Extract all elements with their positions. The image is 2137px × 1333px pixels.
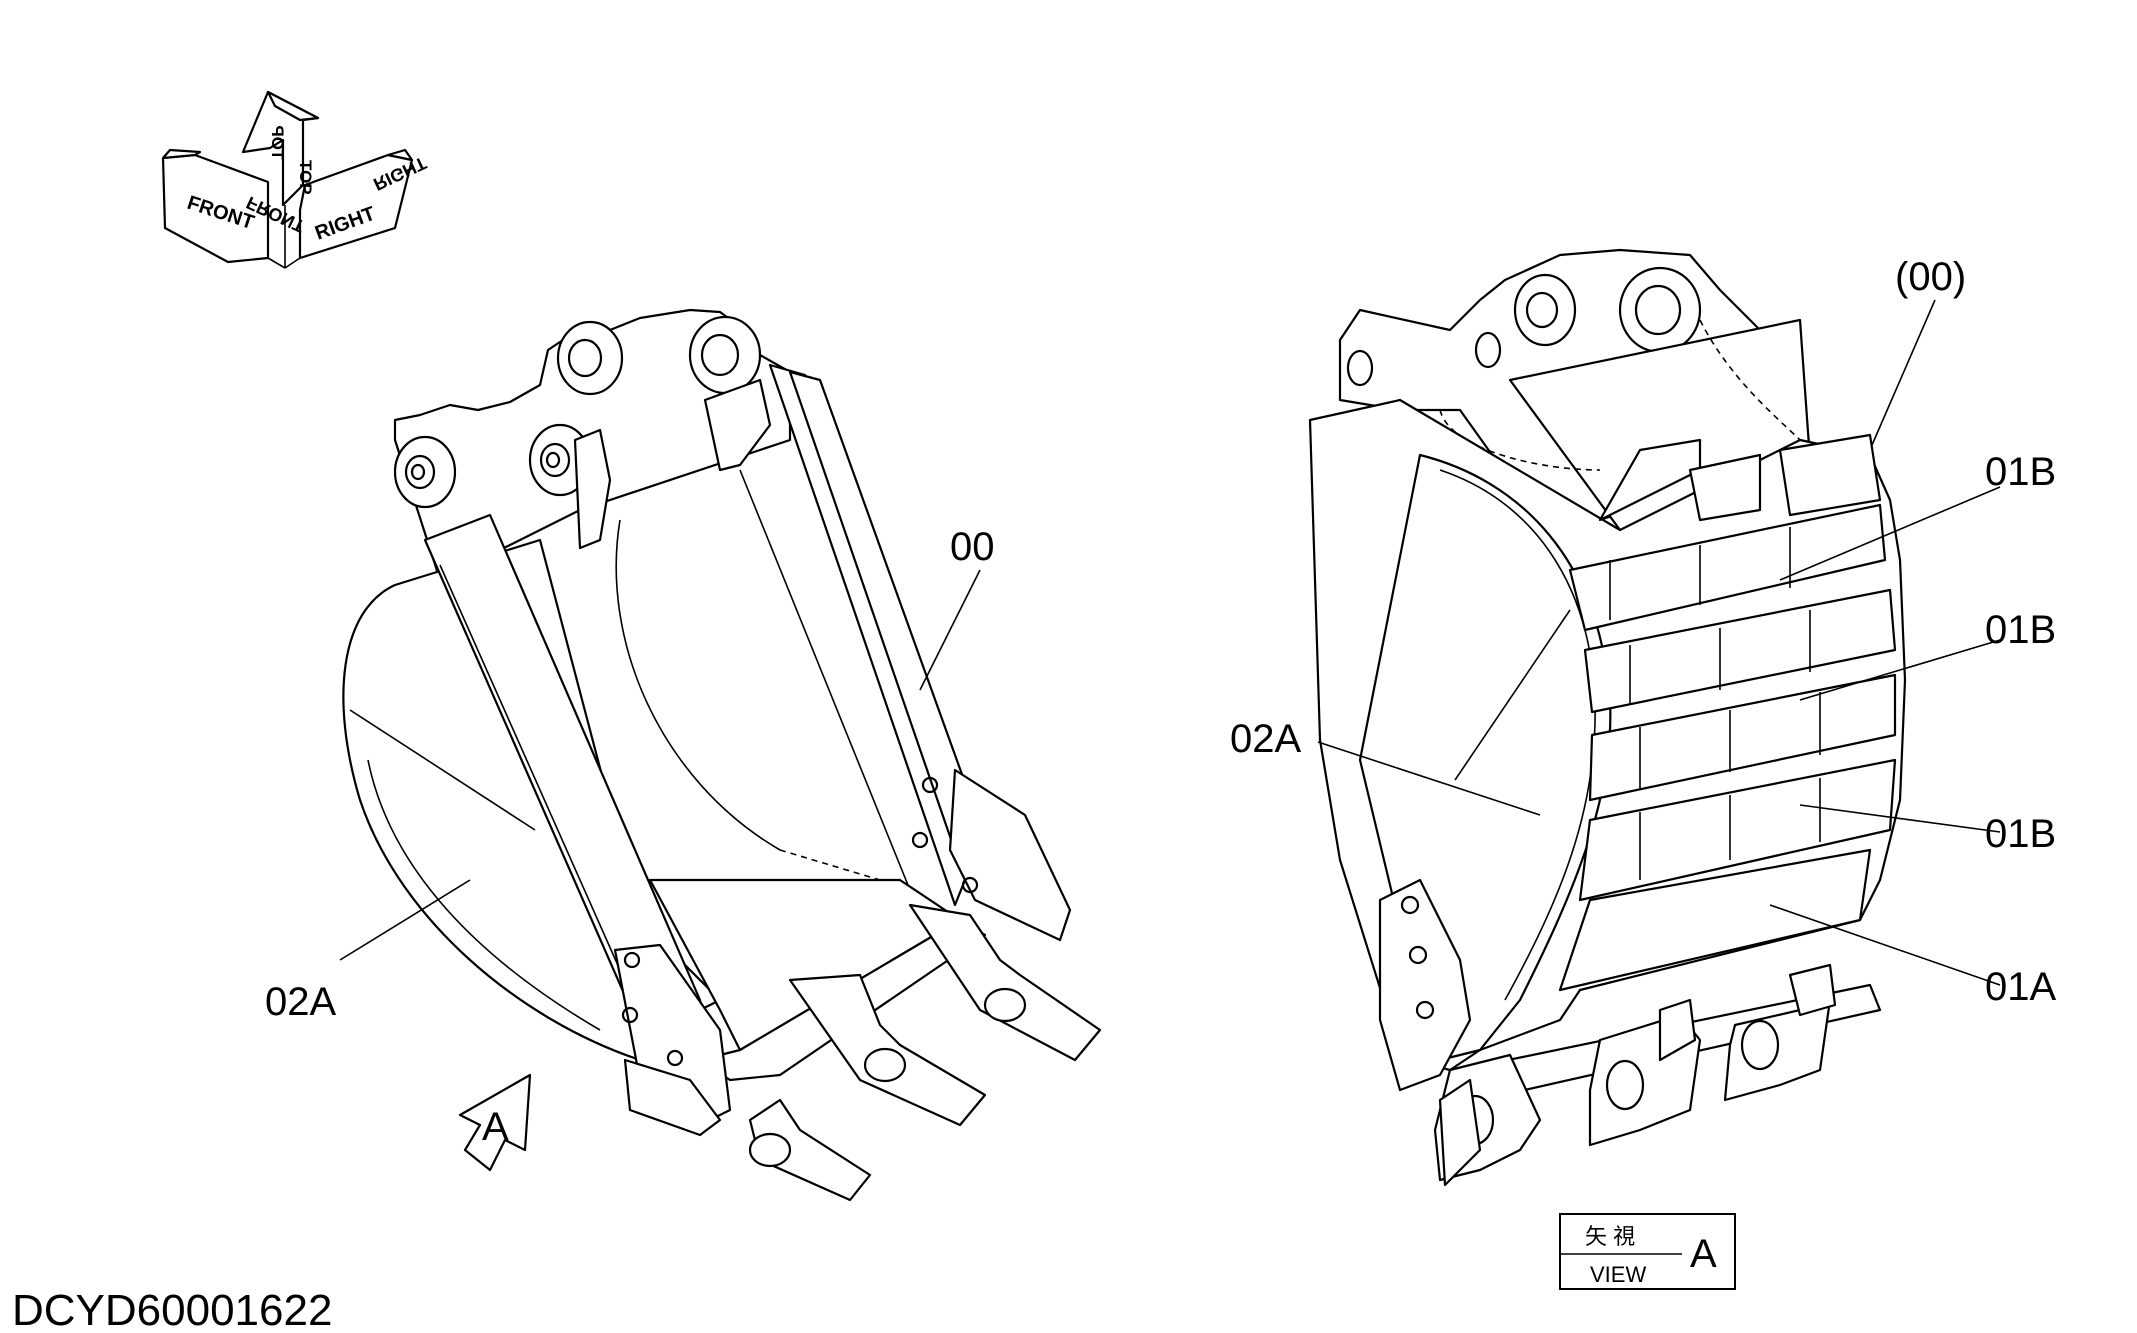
pin-boss-5 <box>1513 273 1577 347</box>
pin-boss-4 <box>688 315 762 395</box>
view-box-view: VIEW <box>1590 1262 1646 1287</box>
orientation-top-mirrored: TOP <box>268 125 287 160</box>
bucket-rear-view <box>1308 248 2001 1187</box>
tooth-6 <box>1723 963 1837 1102</box>
bucket-front-view <box>339 308 1102 1202</box>
label-right-01B-lower: 01B <box>1985 812 2056 856</box>
label-right-01A: 01A <box>1985 965 2056 1009</box>
label-left-00: 00 <box>950 525 995 569</box>
view-arrow-letter: A <box>482 1105 509 1149</box>
label-right-02A: 02A <box>1230 717 1301 761</box>
label-left-02A: 02A <box>265 980 336 1024</box>
tooth-5 <box>1588 998 1702 1147</box>
pin-boss-6 <box>1618 266 1702 354</box>
view-arrow-a: A <box>458 1073 532 1172</box>
view-box-letter: A <box>1690 1232 1717 1276</box>
view-a-box: 矢 視 VIEW A <box>1559 1213 1736 1290</box>
drawing-id: DCYD60001622 <box>12 1286 332 1333</box>
orientation-top: TOP <box>296 160 315 195</box>
view-box-kanji: 矢 視 <box>1585 1224 1635 1249</box>
label-right-01B-middle: 01B <box>1985 608 2056 652</box>
label-right-01B-upper: 01B <box>1985 450 2056 494</box>
label-right-00: (00) <box>1895 255 1966 299</box>
wear-plates <box>1558 503 1897 992</box>
pin-boss-1 <box>393 435 457 509</box>
tooth-1 <box>748 1098 872 1202</box>
orientation-symbol: FRONT FRONT TOP TOP RIGHT RIGHT <box>161 90 430 269</box>
pin-boss-3 <box>556 320 624 396</box>
tooth-3 <box>908 903 1102 1062</box>
tooth-2 <box>788 973 987 1127</box>
tooth-4 <box>1433 1053 1542 1187</box>
